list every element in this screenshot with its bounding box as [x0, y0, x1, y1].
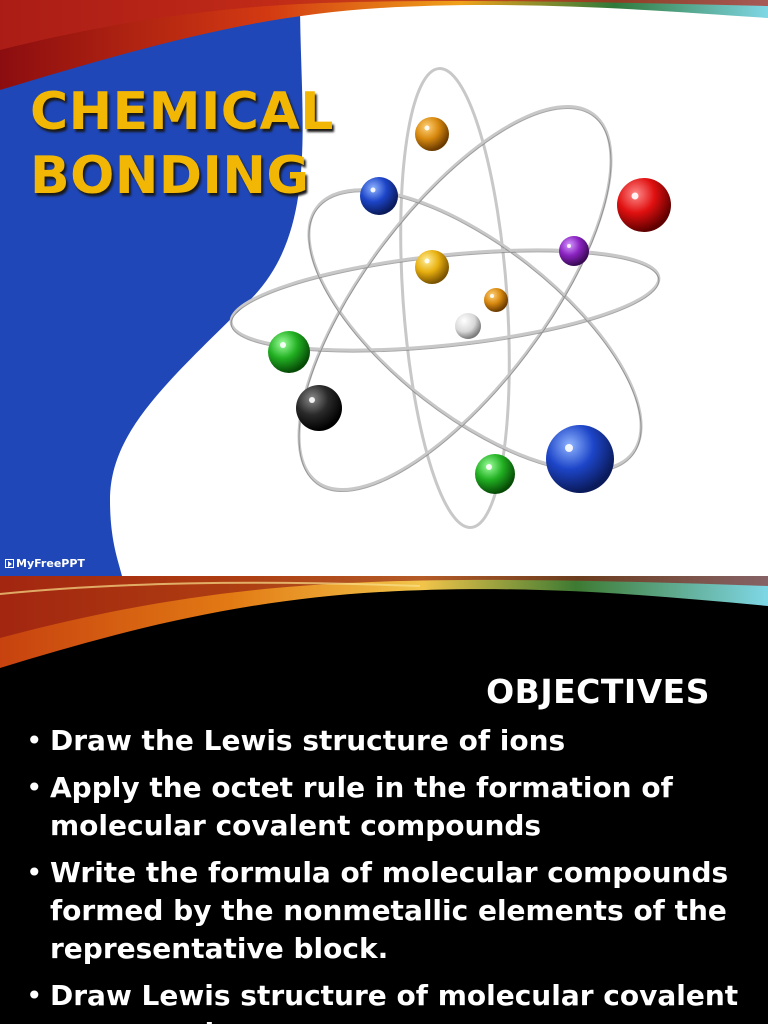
bullet-icon: •: [26, 771, 43, 804]
blue-wave-panel: [0, 0, 303, 576]
top-ribbon: [0, 0, 768, 90]
objective-text: Draw the Lewis structure of ions: [50, 724, 566, 757]
atom-particles: [268, 117, 671, 494]
brand-label: MyFreePPT: [16, 557, 85, 570]
slide-ribbon: [0, 576, 768, 668]
bullet-icon: •: [26, 856, 43, 889]
list-item: • Draw Lewis structure of molecular cova…: [26, 977, 751, 1024]
objective-text: Draw Lewis structure of molecular covale…: [50, 979, 739, 1024]
slide-title-heading: CHEMICAL BONDING: [30, 80, 334, 208]
objective-text: Apply the octet rule in the formation of…: [50, 771, 673, 842]
objectives-list: • Draw the Lewis structure of ions • App…: [26, 722, 751, 1024]
list-item: • Apply the octet rule in the formation …: [26, 769, 751, 845]
title-line-2: BONDING: [30, 146, 310, 206]
title-line-1: CHEMICAL: [30, 82, 334, 142]
play-icon: [5, 559, 14, 568]
slide-objectives: OBJECTIVES • Draw the Lewis structure of…: [0, 576, 768, 1024]
slide-title: CHEMICAL BONDING MyFreePPT: [0, 0, 768, 576]
bullet-icon: •: [26, 979, 43, 1012]
objectives-heading: OBJECTIVES: [486, 672, 710, 711]
bullet-icon: •: [26, 724, 43, 757]
list-item: • Draw the Lewis structure of ions: [26, 722, 751, 760]
list-item: • Write the formula of molecular compoun…: [26, 854, 751, 968]
slide-background: [0, 0, 768, 576]
brand-logo: MyFreePPT: [5, 557, 85, 570]
top-ribbon: [0, 576, 768, 668]
objective-text: Write the formula of molecular compounds…: [50, 856, 729, 965]
